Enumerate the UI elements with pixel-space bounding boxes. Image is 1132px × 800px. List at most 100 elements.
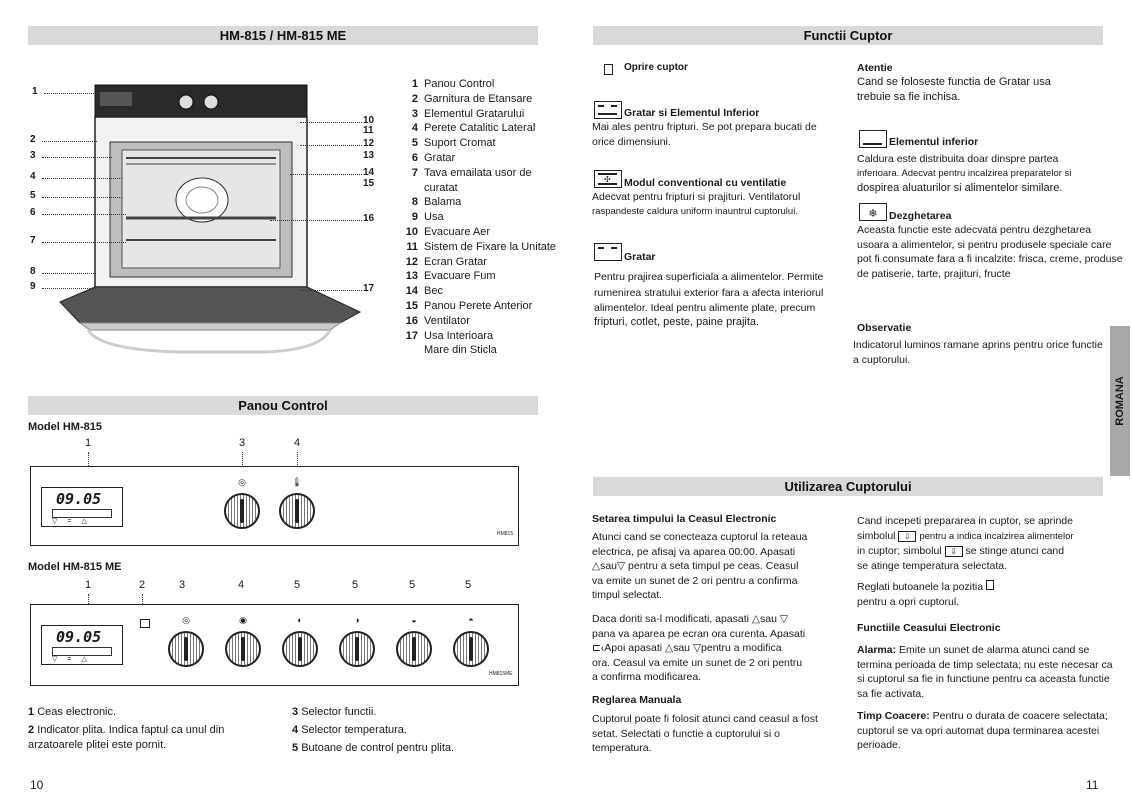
legend-item: 4 Selector temperatura. [292, 724, 407, 736]
callout-15: 15 [363, 178, 375, 189]
callout-6: 6 [30, 207, 36, 218]
function-title: Elementul inferior [889, 136, 979, 148]
off-position-icon [986, 580, 995, 590]
alarm-text: Alarma: Emite un sunet de alarma atunci … [857, 644, 1113, 700]
hob-control-knob[interactable] [282, 631, 318, 667]
callout-4: 4 [30, 171, 36, 182]
callout-1: 1 [32, 86, 38, 97]
function-description: Caldura este distribuita doar dinspre pa… [857, 153, 1059, 165]
function-description: Mai ales pentru fripturi. Se pot prepara… [592, 121, 817, 148]
clock-time: 09.05 [56, 628, 102, 646]
callout-leader [290, 174, 362, 175]
callout-leader [42, 214, 126, 215]
heating-symbol-icon: ⇩ [944, 546, 963, 557]
hob-control-knob[interactable] [339, 631, 375, 667]
panel-callout: 5 [294, 579, 301, 591]
function-selector-knob[interactable] [224, 493, 260, 529]
section-title-oven-usage: Utilizarea Cuptorului [593, 477, 1103, 496]
clock-display: 09.05 ▽=△ [41, 625, 123, 665]
panel-callout: 5 [465, 579, 472, 591]
callout-12: 12 [363, 138, 375, 149]
callout-10: 10 [363, 115, 375, 126]
callout-2: 2 [30, 134, 36, 145]
callout-8: 8 [30, 266, 36, 277]
off-icon [604, 64, 613, 75]
hob-control-knob[interactable] [396, 631, 432, 667]
page-number: 10 [30, 778, 44, 792]
hob-zone-icon: ◐ [297, 615, 303, 625]
subsection-title: Reglarea Manuala [592, 694, 682, 706]
clock-modify-instructions: Daca doriti sa-l modificati, apasati △sa… [592, 613, 806, 683]
observation-text: Indicatorul luminos ramane aprins pentru… [853, 339, 1103, 366]
panel-code: HM815 [497, 531, 514, 537]
model-label: Model HM-815 ME [28, 561, 122, 573]
clock-arrows: ▽=△ [52, 656, 97, 663]
manual-text: Cuptorul poate fi folosit atunci cand ce… [592, 713, 818, 754]
thermometer-icon: ◉ [239, 615, 247, 625]
clock-instructions: Atunci cand se conecteaza cuptorul la re… [592, 531, 808, 601]
callout-leader [42, 197, 122, 198]
language-tab: ROMANA [1110, 326, 1130, 476]
timer-text: Timp Coacere: Pentru o durata de coacere… [857, 710, 1108, 751]
legend-item: 2 Indicator plita. Indica faptul ca unul… [28, 724, 225, 751]
grill-bottom-icon [594, 101, 622, 119]
convection-fan-icon: ✣ [594, 170, 622, 188]
clock-display: 09.05 ▽=△ [41, 487, 123, 527]
function-title: Oprire cuptor [624, 62, 688, 73]
callout-leader [300, 122, 362, 123]
callout-14: 14 [363, 167, 375, 178]
clock-buttons [52, 647, 112, 656]
callout-13: 13 [363, 150, 375, 161]
panel-callout: 4 [294, 437, 301, 449]
attention-title: Atentie [857, 62, 893, 74]
section-title-oven-functions: Functii Cuptor [593, 26, 1103, 45]
function-selector-knob[interactable] [168, 631, 204, 667]
legend-item: 5 Butoane de control pentru plita. [292, 742, 455, 754]
clock-time: 09.05 [56, 490, 102, 508]
control-panel-hm815me: 09.05 ▽=△ ◎ ◉ ◐ ◑ ◒ ◓ HM815ME [30, 604, 519, 686]
panel-code: HM815ME [489, 671, 513, 677]
select-button-icon: ⊏‹ [592, 642, 605, 654]
up-arrow-icon: △ [665, 642, 674, 654]
function-description: Aceasta functie este adecvata pentru dez… [857, 224, 1123, 280]
observation-title: Observatie [857, 322, 912, 334]
callout-leader [42, 178, 122, 179]
hob-control-knob[interactable] [453, 631, 489, 667]
panel-callout: 5 [352, 579, 359, 591]
panel-callout: 1 [85, 437, 92, 449]
down-arrow-icon: ▽ [692, 642, 702, 654]
function-description: inferioara. Adecvat pentru incalzirea pr… [857, 168, 1072, 179]
hob-zone-icon: ◑ [354, 615, 360, 625]
up-arrow-icon: △ [751, 613, 760, 625]
bottom-heat-icon [859, 130, 887, 148]
panel-callout: 3 [179, 579, 186, 591]
temperature-selector-knob[interactable] [279, 493, 315, 529]
list-item: curatat [424, 181, 458, 194]
heating-indicator-text: Cand incepeti prepararea in cuptor, se a… [857, 515, 1074, 572]
callout-7: 7 [30, 235, 36, 246]
defrost-icon: ❄ [859, 203, 887, 221]
callout-16: 16 [363, 213, 375, 224]
up-arrow-icon: △ [592, 560, 601, 572]
hob-zone-icon: ◓ [468, 615, 474, 625]
temperature-selector-knob[interactable] [225, 631, 261, 667]
function-symbol-icon: ◎ [182, 615, 190, 625]
heating-symbol-icon: ⇩ [898, 530, 917, 542]
page-number: 11 [1086, 778, 1099, 792]
callout-leader [42, 273, 96, 274]
callout-leader [42, 157, 112, 158]
panel-callout: 1 [85, 579, 92, 591]
reset-text: Reglati butoanele la pozitia pentru a op… [857, 580, 1117, 609]
legend-item: 3 Selector functii. [292, 706, 377, 718]
